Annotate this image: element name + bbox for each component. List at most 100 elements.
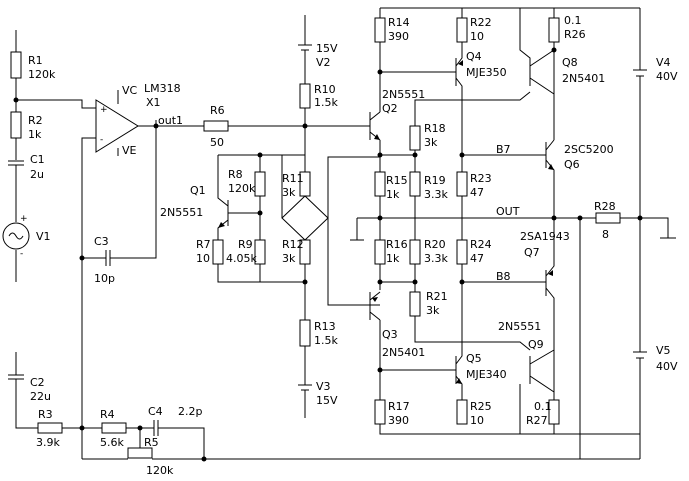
r3-label: R3 xyxy=(38,408,53,421)
v2-label: V2 xyxy=(316,56,331,69)
resistor-r22 xyxy=(456,17,468,43)
r21-value: 3k xyxy=(426,304,440,317)
r27-label: R27 xyxy=(526,414,548,427)
capacitor-c4 xyxy=(153,420,159,436)
resistor-r21 xyxy=(409,291,421,317)
r19-value: 3.3k xyxy=(424,188,448,201)
c2-value: 22u xyxy=(30,390,51,403)
r2-label: R2 xyxy=(28,114,43,127)
r9-value: 4.05k xyxy=(226,252,257,265)
v3-value: 15V xyxy=(316,394,338,407)
r9-label: R9 xyxy=(238,238,253,251)
r8-label: R8 xyxy=(228,168,243,181)
resistor-r7 xyxy=(212,239,224,265)
capacitor-c1 xyxy=(8,160,24,166)
q3-part: 2N5401 xyxy=(382,346,425,359)
v1-label: V1 xyxy=(36,230,51,243)
r25-label: R25 xyxy=(470,400,492,413)
capacitor-c2 xyxy=(8,374,24,380)
feedback-network: C2 22u R3 3.9k R4 5.6k C4 2.2p R5 120k C xyxy=(8,120,640,477)
r1-label: R1 xyxy=(28,54,43,67)
q6-label: Q6 xyxy=(564,158,580,171)
net-out: OUT xyxy=(496,205,520,218)
q4-label: Q4 xyxy=(466,50,482,63)
resistor-r23 xyxy=(456,171,468,197)
svg-text:+: + xyxy=(100,105,108,115)
r5-value: 120k xyxy=(146,464,174,477)
r24-value: 47 xyxy=(470,252,484,265)
q7-part: 2SA1943 xyxy=(520,230,570,243)
resistor-r18 xyxy=(409,125,421,151)
r10-value: 1.5k xyxy=(314,96,338,109)
r5-label: R5 xyxy=(144,436,159,449)
r16-value: 1k xyxy=(386,252,400,265)
r7-value: 10 xyxy=(196,252,210,265)
resistor-r20 xyxy=(409,239,421,265)
source-v1 xyxy=(2,222,30,250)
r28-label: R28 xyxy=(594,200,616,213)
r12-value: 3k xyxy=(282,252,296,265)
v5-label: V5 xyxy=(656,344,671,357)
resistor-r8 xyxy=(254,171,266,197)
resistor-r28 xyxy=(595,212,621,224)
r27-value: 0.1 xyxy=(534,400,552,413)
r20-label: R20 xyxy=(424,238,446,251)
x1-part: LM318 xyxy=(144,82,181,95)
svg-text:-: - xyxy=(20,249,23,259)
v4-value: 40V xyxy=(656,70,678,83)
r2-value: 1k xyxy=(28,128,42,141)
r24-label: R24 xyxy=(470,238,492,251)
x1-vc: VC xyxy=(122,84,138,97)
q3-label: Q3 xyxy=(382,328,398,341)
r11-value: 3k xyxy=(282,186,296,199)
c1-value: 2u xyxy=(30,168,44,181)
q5-part: MJE340 xyxy=(466,368,507,381)
input-network: R1 120k R2 1k C1 2u + - V1 xyxy=(2,30,96,282)
resistor-r16 xyxy=(374,239,386,265)
r17-label: R17 xyxy=(388,400,410,413)
r11-label: R11 xyxy=(282,172,304,185)
r18-label: R18 xyxy=(424,122,446,135)
c4-value: 2.2p xyxy=(178,405,202,418)
r6-value: 50 xyxy=(210,136,224,149)
c4-label: C4 xyxy=(148,405,163,418)
r1-value: 120k xyxy=(28,68,56,81)
r12-label: R12 xyxy=(282,238,304,251)
r10-label: R10 xyxy=(314,83,336,96)
q5-label: Q5 xyxy=(466,352,482,365)
net-b8: B8 xyxy=(496,270,511,283)
r22-value: 10 xyxy=(470,30,484,43)
r19-label: R19 xyxy=(424,174,446,187)
r23-value: 47 xyxy=(470,186,484,199)
v3-label: V3 xyxy=(316,380,331,393)
v2-value: 15V xyxy=(316,42,338,55)
resistor-r17 xyxy=(374,399,386,425)
resistor-r25 xyxy=(456,399,468,425)
r14-value: 390 xyxy=(388,30,409,43)
r20-value: 3.3k xyxy=(424,252,448,265)
r15-value: 1k xyxy=(386,188,400,201)
bias-network: R6 50 15V V2 R10 1.5k R11 3k R12 3k R13 … xyxy=(160,15,380,418)
q9-part: 2N5551 xyxy=(498,320,541,333)
q2-label: Q2 xyxy=(382,102,398,115)
capacitor-c3 xyxy=(105,250,111,266)
svg-text:-: - xyxy=(100,135,103,145)
r4-value: 5.6k xyxy=(100,436,124,449)
r13-value: 1.5k xyxy=(314,334,338,347)
r26-label: R26 xyxy=(564,28,586,41)
output-stage: Q8 2N5401 0.1 R26 2SC5200 Q6 2SA1943 Q7 … xyxy=(498,8,678,459)
r3-value: 3.9k xyxy=(36,436,60,449)
opamp-x1: + - VC VE LM318 X1 out1 xyxy=(95,82,204,157)
v5-value: 40V xyxy=(656,360,678,373)
c3-label: C3 xyxy=(94,235,109,248)
v4-label: V4 xyxy=(656,56,671,69)
r4-label: R4 xyxy=(100,408,115,421)
resistor-r26 xyxy=(548,17,560,43)
r26-value: 0.1 xyxy=(564,14,582,27)
net-b7: B7 xyxy=(496,143,511,156)
resistor-r5 xyxy=(127,447,153,459)
c2-label: C2 xyxy=(30,376,45,389)
r6-label: R6 xyxy=(210,104,225,117)
q1-label: Q1 xyxy=(190,184,206,197)
q4-part: MJE350 xyxy=(466,66,507,79)
